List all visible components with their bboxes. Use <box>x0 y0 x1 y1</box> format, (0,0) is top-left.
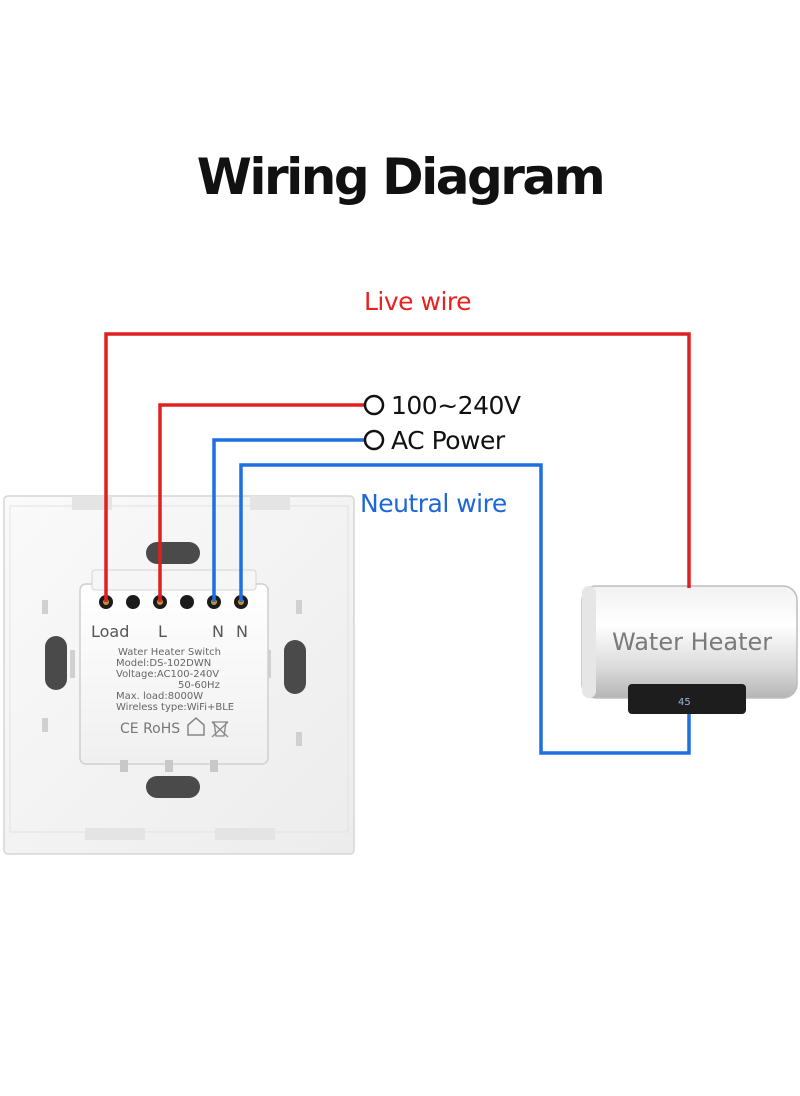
heater-display-panel <box>628 684 746 714</box>
module-foot <box>120 760 128 772</box>
heater-label: Water Heater <box>612 628 772 656</box>
heater-display-readout: 45 <box>678 697 691 708</box>
certification-marks: CE RoHS <box>120 721 180 737</box>
water-heater: Water Heater 45 <box>581 585 798 714</box>
mounting-slot <box>45 636 67 690</box>
wall-switch: Load L N N Water Heater Switch Model:DS-… <box>3 495 355 855</box>
spec-line: Wireless type:WiFi+BLE <box>116 702 234 713</box>
module-foot <box>165 760 173 772</box>
mounting-slot <box>146 542 200 564</box>
neutral-wire-supply <box>212 438 364 602</box>
mounting-slot <box>146 776 200 798</box>
plate-tab <box>85 828 145 840</box>
heater-end-cap <box>582 586 596 698</box>
terminal-label-n1: N <box>212 622 224 641</box>
voltage-label: 100~240V <box>391 391 521 420</box>
terminal-label-n2: N <box>236 622 248 641</box>
ac-terminal-live <box>363 394 385 416</box>
plate-tab <box>250 496 290 510</box>
switch-plate-inner <box>9 505 349 833</box>
live-wire-label: Live wire <box>364 287 471 316</box>
mounting-slot <box>284 640 306 694</box>
weee-bin-icon <box>211 721 229 738</box>
module-crown <box>91 569 257 591</box>
terminal-label-l: L <box>158 622 167 641</box>
neutral-wire-load <box>239 463 691 755</box>
wires <box>104 332 691 755</box>
page-title: Wiring Diagram <box>196 148 606 206</box>
terminal-screw <box>180 595 194 609</box>
vent-hole <box>42 718 48 732</box>
spec-line: Model:DS-102DWN <box>116 658 211 669</box>
neutral-wire-label: Neutral wire <box>360 489 507 518</box>
module-foot <box>210 760 218 772</box>
ac-power-label: AC Power <box>391 426 506 455</box>
vent-hole <box>70 650 75 678</box>
spec-line: Water Heater Switch <box>118 647 221 658</box>
spec-line: Voltage:AC100-240V <box>116 669 219 680</box>
terminal-screw <box>126 595 140 609</box>
live-wire-supply <box>158 403 364 602</box>
vent-hole <box>296 732 302 746</box>
vent-hole <box>42 600 48 614</box>
live-wire-load <box>104 332 691 602</box>
spec-line: 50-60Hz <box>178 680 220 691</box>
plate-tab <box>215 828 275 840</box>
spec-line: Max. load:8000W <box>116 691 203 702</box>
home-icon <box>187 717 205 736</box>
terminal-label-load: Load <box>91 622 129 641</box>
ac-terminal-neutral <box>363 429 385 451</box>
plate-tab <box>72 496 112 510</box>
vent-hole <box>296 600 302 614</box>
